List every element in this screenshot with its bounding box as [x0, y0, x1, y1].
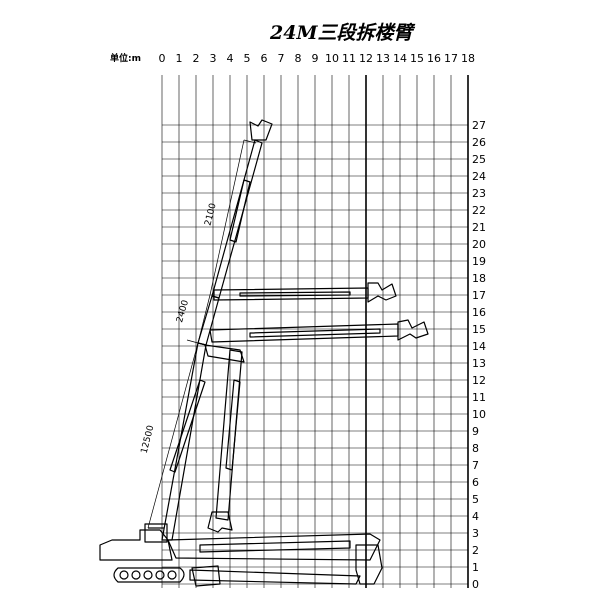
- x-tick-label: 14: [393, 52, 407, 65]
- y-tick-label: 15: [472, 323, 486, 336]
- x-tick-label: 2: [193, 52, 200, 65]
- y-tick-label: 20: [472, 238, 486, 251]
- y-tick-label: 13: [472, 357, 486, 370]
- y-tick-label: 16: [472, 306, 486, 319]
- crusher-jaw-17m: [367, 282, 397, 303]
- x-tick-label: 12: [359, 52, 373, 65]
- y-tick-label: 9: [472, 425, 479, 438]
- y-tick-label: 8: [472, 442, 479, 455]
- crusher-jaw-top: [249, 119, 273, 141]
- y-tick-label: 14: [472, 340, 486, 353]
- y-tick-label: 27: [472, 119, 486, 132]
- crusher-jaw-ground: [355, 544, 383, 585]
- unit-label: 单位:m: [110, 54, 141, 64]
- y-tick-label: 3: [472, 527, 479, 540]
- y-tick-label: 25: [472, 153, 486, 166]
- y-tick-label: 6: [472, 476, 479, 489]
- x-tick-label: 4: [227, 52, 234, 65]
- y-tick-label: 18: [472, 272, 486, 285]
- cab: [144, 523, 168, 543]
- y-tick-label: 1: [472, 561, 479, 574]
- x-tick-label: 18: [461, 52, 475, 65]
- x-tick-label: 15: [410, 52, 424, 65]
- x-tick-label: 0: [159, 52, 166, 65]
- dimension-label: 2100: [203, 202, 218, 227]
- y-tick-label: 17: [472, 289, 486, 302]
- y-tick-label: 23: [472, 187, 486, 200]
- y-tick-label: 26: [472, 136, 486, 149]
- crusher-jaw-hanging: [207, 511, 233, 533]
- y-tick-label: 7: [472, 459, 479, 472]
- x-tick-label: 9: [312, 52, 319, 65]
- x-tick-label: 17: [444, 52, 458, 65]
- x-tick-label: 10: [325, 52, 339, 65]
- y-tick-label: 24: [472, 170, 486, 183]
- x-tick-label: 8: [295, 52, 302, 65]
- y-tick-label: 12: [472, 374, 486, 387]
- y-tick-label: 22: [472, 204, 486, 217]
- x-tick-label: 11: [342, 52, 356, 65]
- y-tick-label: 11: [472, 391, 486, 404]
- y-tick-label: 5: [472, 493, 479, 506]
- x-tick-label: 1: [176, 52, 183, 65]
- crawler-track: [113, 567, 185, 583]
- diagram-title: 24M三段拆楼臂: [270, 22, 413, 44]
- y-axis-labels: 0123456789101112131415161718192021222324…: [472, 119, 486, 591]
- arm-horizontal-17m: [213, 282, 397, 303]
- x-tick-label: 7: [278, 52, 285, 65]
- arm-ground: [167, 533, 383, 587]
- x-tick-label: 6: [261, 52, 268, 65]
- x-tick-label: 5: [244, 52, 251, 65]
- y-tick-label: 10: [472, 408, 486, 421]
- y-tick-label: 2: [472, 544, 479, 557]
- y-tick-label: 19: [472, 255, 486, 268]
- x-tick-label: 3: [210, 52, 217, 65]
- crusher-jaw-15m: [397, 319, 429, 341]
- x-tick-label: 16: [427, 52, 441, 65]
- excavator-drawing: [99, 119, 429, 587]
- upper-body: [99, 529, 173, 561]
- x-tick-label: 13: [376, 52, 390, 65]
- dimension-label: 12500: [140, 424, 157, 454]
- dimension-label: 2400: [175, 299, 191, 324]
- arm-folded-vertical: [204, 344, 245, 533]
- arm-horizontal-15m: [209, 319, 429, 343]
- y-tick-label: 0: [472, 578, 479, 591]
- y-tick-label: 21: [472, 221, 486, 234]
- grid: [161, 75, 469, 588]
- y-tick-label: 4: [472, 510, 479, 523]
